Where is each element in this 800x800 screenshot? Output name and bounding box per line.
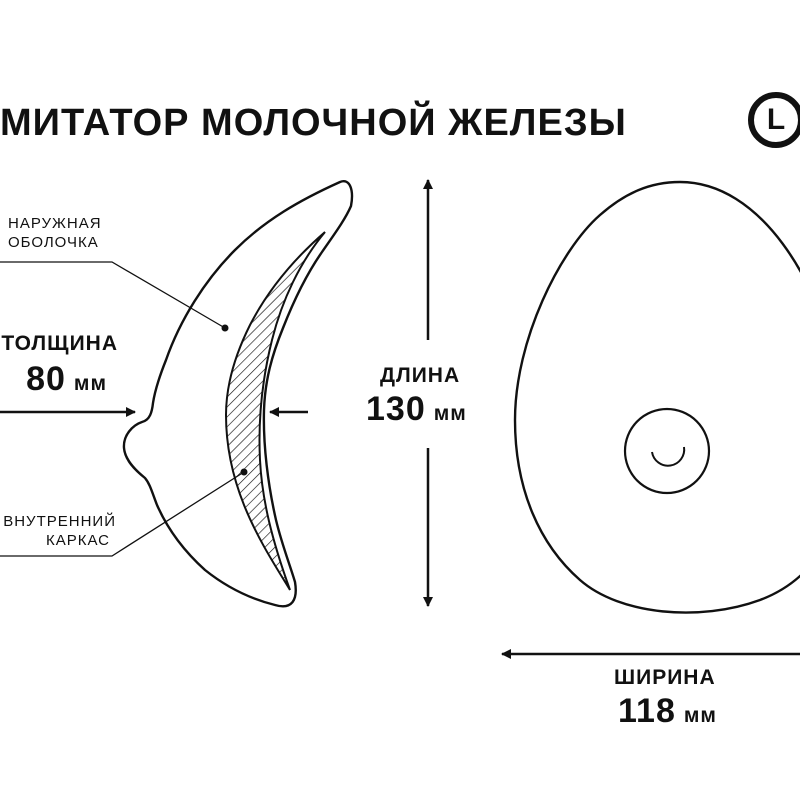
width-number: 118: [618, 692, 676, 730]
inner-frame-dot: [240, 468, 248, 476]
outer-shell-dot: [221, 324, 229, 332]
outer-shell-label-line2: ОБОЛОЧКА: [8, 234, 99, 251]
thickness-label: ТОЛЩИНА: [1, 332, 118, 355]
outer-shell-leader: [0, 261, 226, 329]
outer-shell-label-line1: НАРУЖНАЯ: [8, 215, 102, 232]
width-label: ШИРИНА: [614, 666, 716, 689]
nipple-arc: [651, 446, 686, 467]
inner-frame-label-line2: КАРКАС: [46, 532, 110, 549]
length-number: 130: [366, 390, 426, 428]
thickness-unit: мм: [73, 372, 107, 395]
side-profile-outline: [122, 180, 354, 608]
width-unit: мм: [683, 704, 717, 727]
length-label: ДЛИНА: [380, 364, 461, 387]
thickness-value: 80 мм: [26, 360, 107, 399]
length-value: 130 мм: [366, 390, 467, 429]
front-view-outline: [513, 180, 800, 614]
thickness-number: 80: [26, 360, 66, 398]
size-badge: L: [748, 92, 800, 148]
length-unit: мм: [433, 402, 467, 425]
outer-shell-label: НАРУЖНАЯ ОБОЛОЧКА: [8, 214, 102, 252]
inner-frame-label-line1: ВНУТРЕННИЙ: [3, 513, 116, 530]
page-title: МИТАТОР МОЛОЧНОЙ ЖЕЛЕЗЫ: [0, 102, 627, 144]
inner-frame-shape: [224, 231, 326, 591]
inner-frame-leader: [0, 471, 245, 557]
width-value: 118 мм: [618, 692, 717, 731]
inner-frame-label: ВНУТРЕННИЙ КАРКАС: [3, 512, 116, 550]
areola-circle: [623, 407, 711, 495]
